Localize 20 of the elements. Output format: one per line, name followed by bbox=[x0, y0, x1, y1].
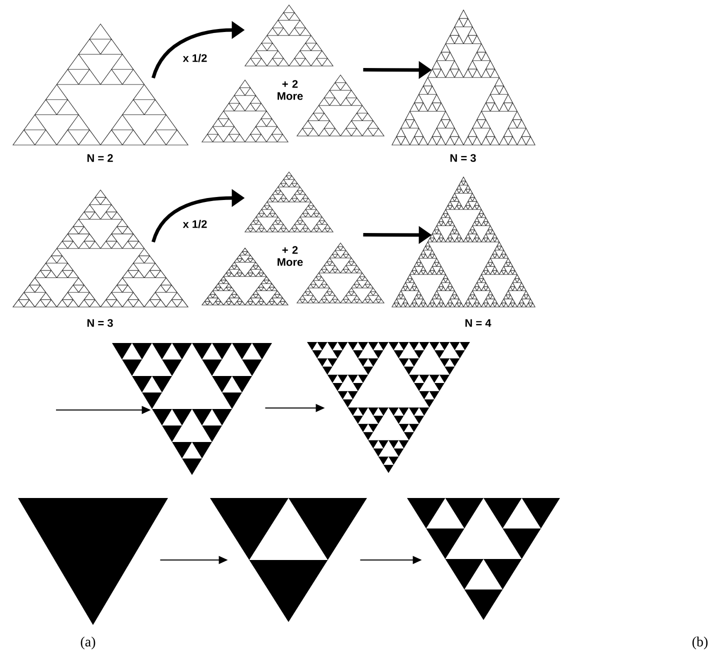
note-text: + 2 More bbox=[274, 79, 306, 101]
triangle-caption: N = 4 bbox=[465, 319, 492, 327]
panel-label: (b) bbox=[692, 636, 708, 650]
triangle-caption: N = 2 bbox=[87, 154, 113, 162]
sierpinski-triangle bbox=[407, 498, 560, 620]
sierpinski-triangle bbox=[112, 343, 272, 475]
sierpinski-triangle bbox=[244, 4, 334, 66]
sierpinski-triangle bbox=[244, 172, 334, 232]
note-text: + 2 More bbox=[274, 245, 306, 267]
sierpinski-triangle bbox=[210, 498, 367, 622]
triangle-caption: N = 3 bbox=[450, 154, 476, 162]
sierpinski-triangle bbox=[18, 498, 168, 625]
triangle-caption: N = 3 bbox=[87, 319, 113, 327]
edge-label: x 1/2 bbox=[182, 218, 208, 230]
sierpinski-triangle bbox=[307, 342, 470, 473]
sierpinski-triangle bbox=[392, 10, 536, 146]
sierpinski-triangle bbox=[392, 176, 536, 308]
sierpinski-triangle bbox=[12, 190, 188, 308]
edge-label: x 1/2 bbox=[182, 52, 208, 64]
sierpinski-triangle bbox=[12, 24, 188, 146]
